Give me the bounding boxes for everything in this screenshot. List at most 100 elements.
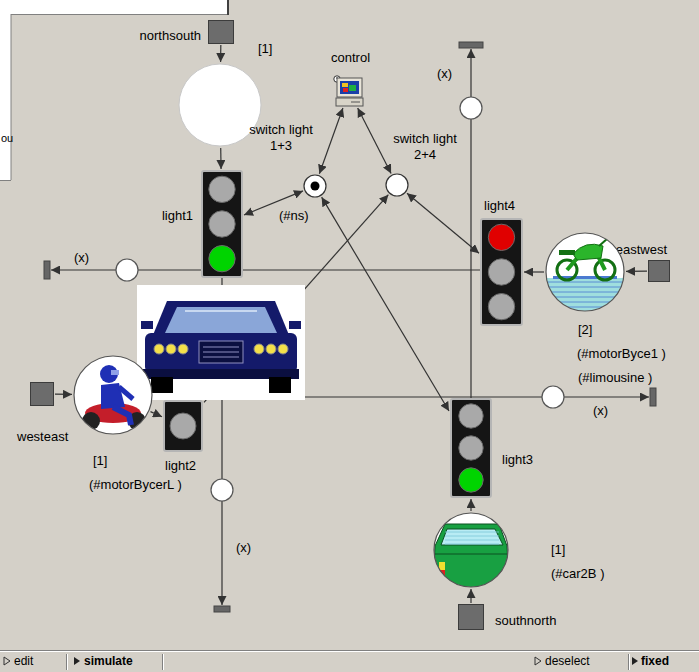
road-arc (221, 501, 222, 605)
arc-arrow (358, 108, 391, 173)
lamp (459, 468, 483, 492)
place-fill (546, 233, 624, 311)
arc-arrow (150, 412, 162, 417)
toolbar-button: edit (14, 654, 33, 668)
place-outline (546, 233, 624, 311)
node-label: light3 (502, 452, 533, 468)
queue-place: [1](#car2B ) (433, 512, 509, 588)
queue-place: [1](#motorBycerL ) (73, 355, 153, 435)
queue-place-shape (179, 64, 261, 146)
control-icon-shape (337, 78, 362, 97)
node-label: eastwest (616, 242, 667, 258)
window-frame (0, 0, 228, 14)
toolbar (0, 651, 699, 652)
exit-transition (650, 388, 656, 406)
place-fill (434, 513, 508, 587)
node-label: northsouth (140, 28, 201, 44)
toolbar (632, 657, 638, 665)
node-label: light2 (165, 458, 196, 474)
toolbar (67, 654, 68, 670)
toolbar (162, 654, 163, 670)
node-label: [1] (258, 41, 272, 57)
place-picture (545, 278, 625, 312)
node-label: light1 (162, 208, 193, 224)
lamp (170, 413, 196, 439)
place-picture (545, 287, 625, 288)
car-picture (137, 285, 305, 400)
road-arc (470, 119, 471, 398)
place-picture (445, 536, 499, 537)
car-picture (165, 307, 277, 333)
toolbar (535, 657, 541, 665)
toolbar (629, 654, 630, 670)
node-label: [1] (551, 542, 565, 558)
place-picture (439, 562, 445, 570)
exit-place (116, 97, 564, 501)
node-label: control (331, 50, 370, 66)
car-picture (269, 377, 291, 393)
lamp (488, 259, 514, 285)
arc-label: (x) (593, 403, 608, 419)
control-icon-shape (351, 102, 360, 103)
arc-arrow (319, 108, 343, 174)
toolbar (163, 654, 164, 670)
car-picture (289, 321, 301, 329)
token-dot (311, 182, 320, 191)
arc-arrow (470, 499, 471, 511)
road-arc (564, 396, 649, 397)
car-picture (153, 301, 289, 335)
window-frame (0, 180, 11, 181)
node-label: (#ns) (279, 208, 309, 224)
exit-place (211, 479, 233, 501)
place-picture (545, 292, 625, 293)
place-picture (545, 307, 625, 308)
toolbar (628, 654, 629, 670)
arc-arrow (626, 271, 647, 272)
traffic-light: light1 (201, 170, 243, 278)
lamp-set (165, 402, 201, 450)
traffic-light: light2 (163, 400, 203, 452)
car-picture (178, 344, 188, 354)
lamp (209, 211, 235, 237)
node-label: (#motorBycerL ) (89, 477, 182, 493)
place-picture (545, 297, 625, 298)
exit-place (542, 386, 564, 408)
place-picture (113, 407, 131, 425)
control-icon: control (333, 75, 365, 107)
car-picture (203, 347, 239, 357)
arc-label: (x) (236, 540, 251, 556)
toolbar (4, 657, 10, 665)
queue-place-shape (545, 232, 625, 312)
window-frame (227, 0, 229, 15)
lamp (209, 176, 235, 202)
arc-label: (x) (437, 66, 452, 82)
queue-place-shape (433, 512, 509, 588)
toolbar-button: deselect (545, 654, 590, 668)
exit-place (116, 259, 138, 281)
toolbar (0, 650, 699, 672)
switch-place-shape (386, 174, 408, 196)
cut-off-text: ou (1, 132, 13, 145)
place-picture (111, 370, 119, 375)
car-picture (145, 333, 297, 373)
switch-place: switch light 1+3(#ns) (303, 174, 327, 198)
place-picture (545, 239, 625, 312)
place-picture (545, 302, 625, 303)
exit-transition (44, 261, 50, 279)
place-picture (441, 529, 503, 545)
node-label: (#motorByce1 ) (577, 346, 666, 362)
toolbar (66, 654, 67, 670)
place-fill (74, 356, 152, 434)
car-picture (278, 344, 288, 354)
control-icon-shape (340, 81, 359, 94)
node-label: [1] (93, 453, 107, 469)
traffic-light: light4 (480, 218, 523, 326)
switch-place-shape (385, 173, 409, 197)
control-icon-shape (343, 88, 348, 92)
toolbar-button: fixed (641, 654, 669, 668)
exit-transition (214, 606, 230, 612)
switch-place-shape (304, 175, 326, 197)
control-icon-shape (336, 98, 363, 106)
lamp (488, 224, 514, 250)
place-picture (445, 532, 499, 533)
